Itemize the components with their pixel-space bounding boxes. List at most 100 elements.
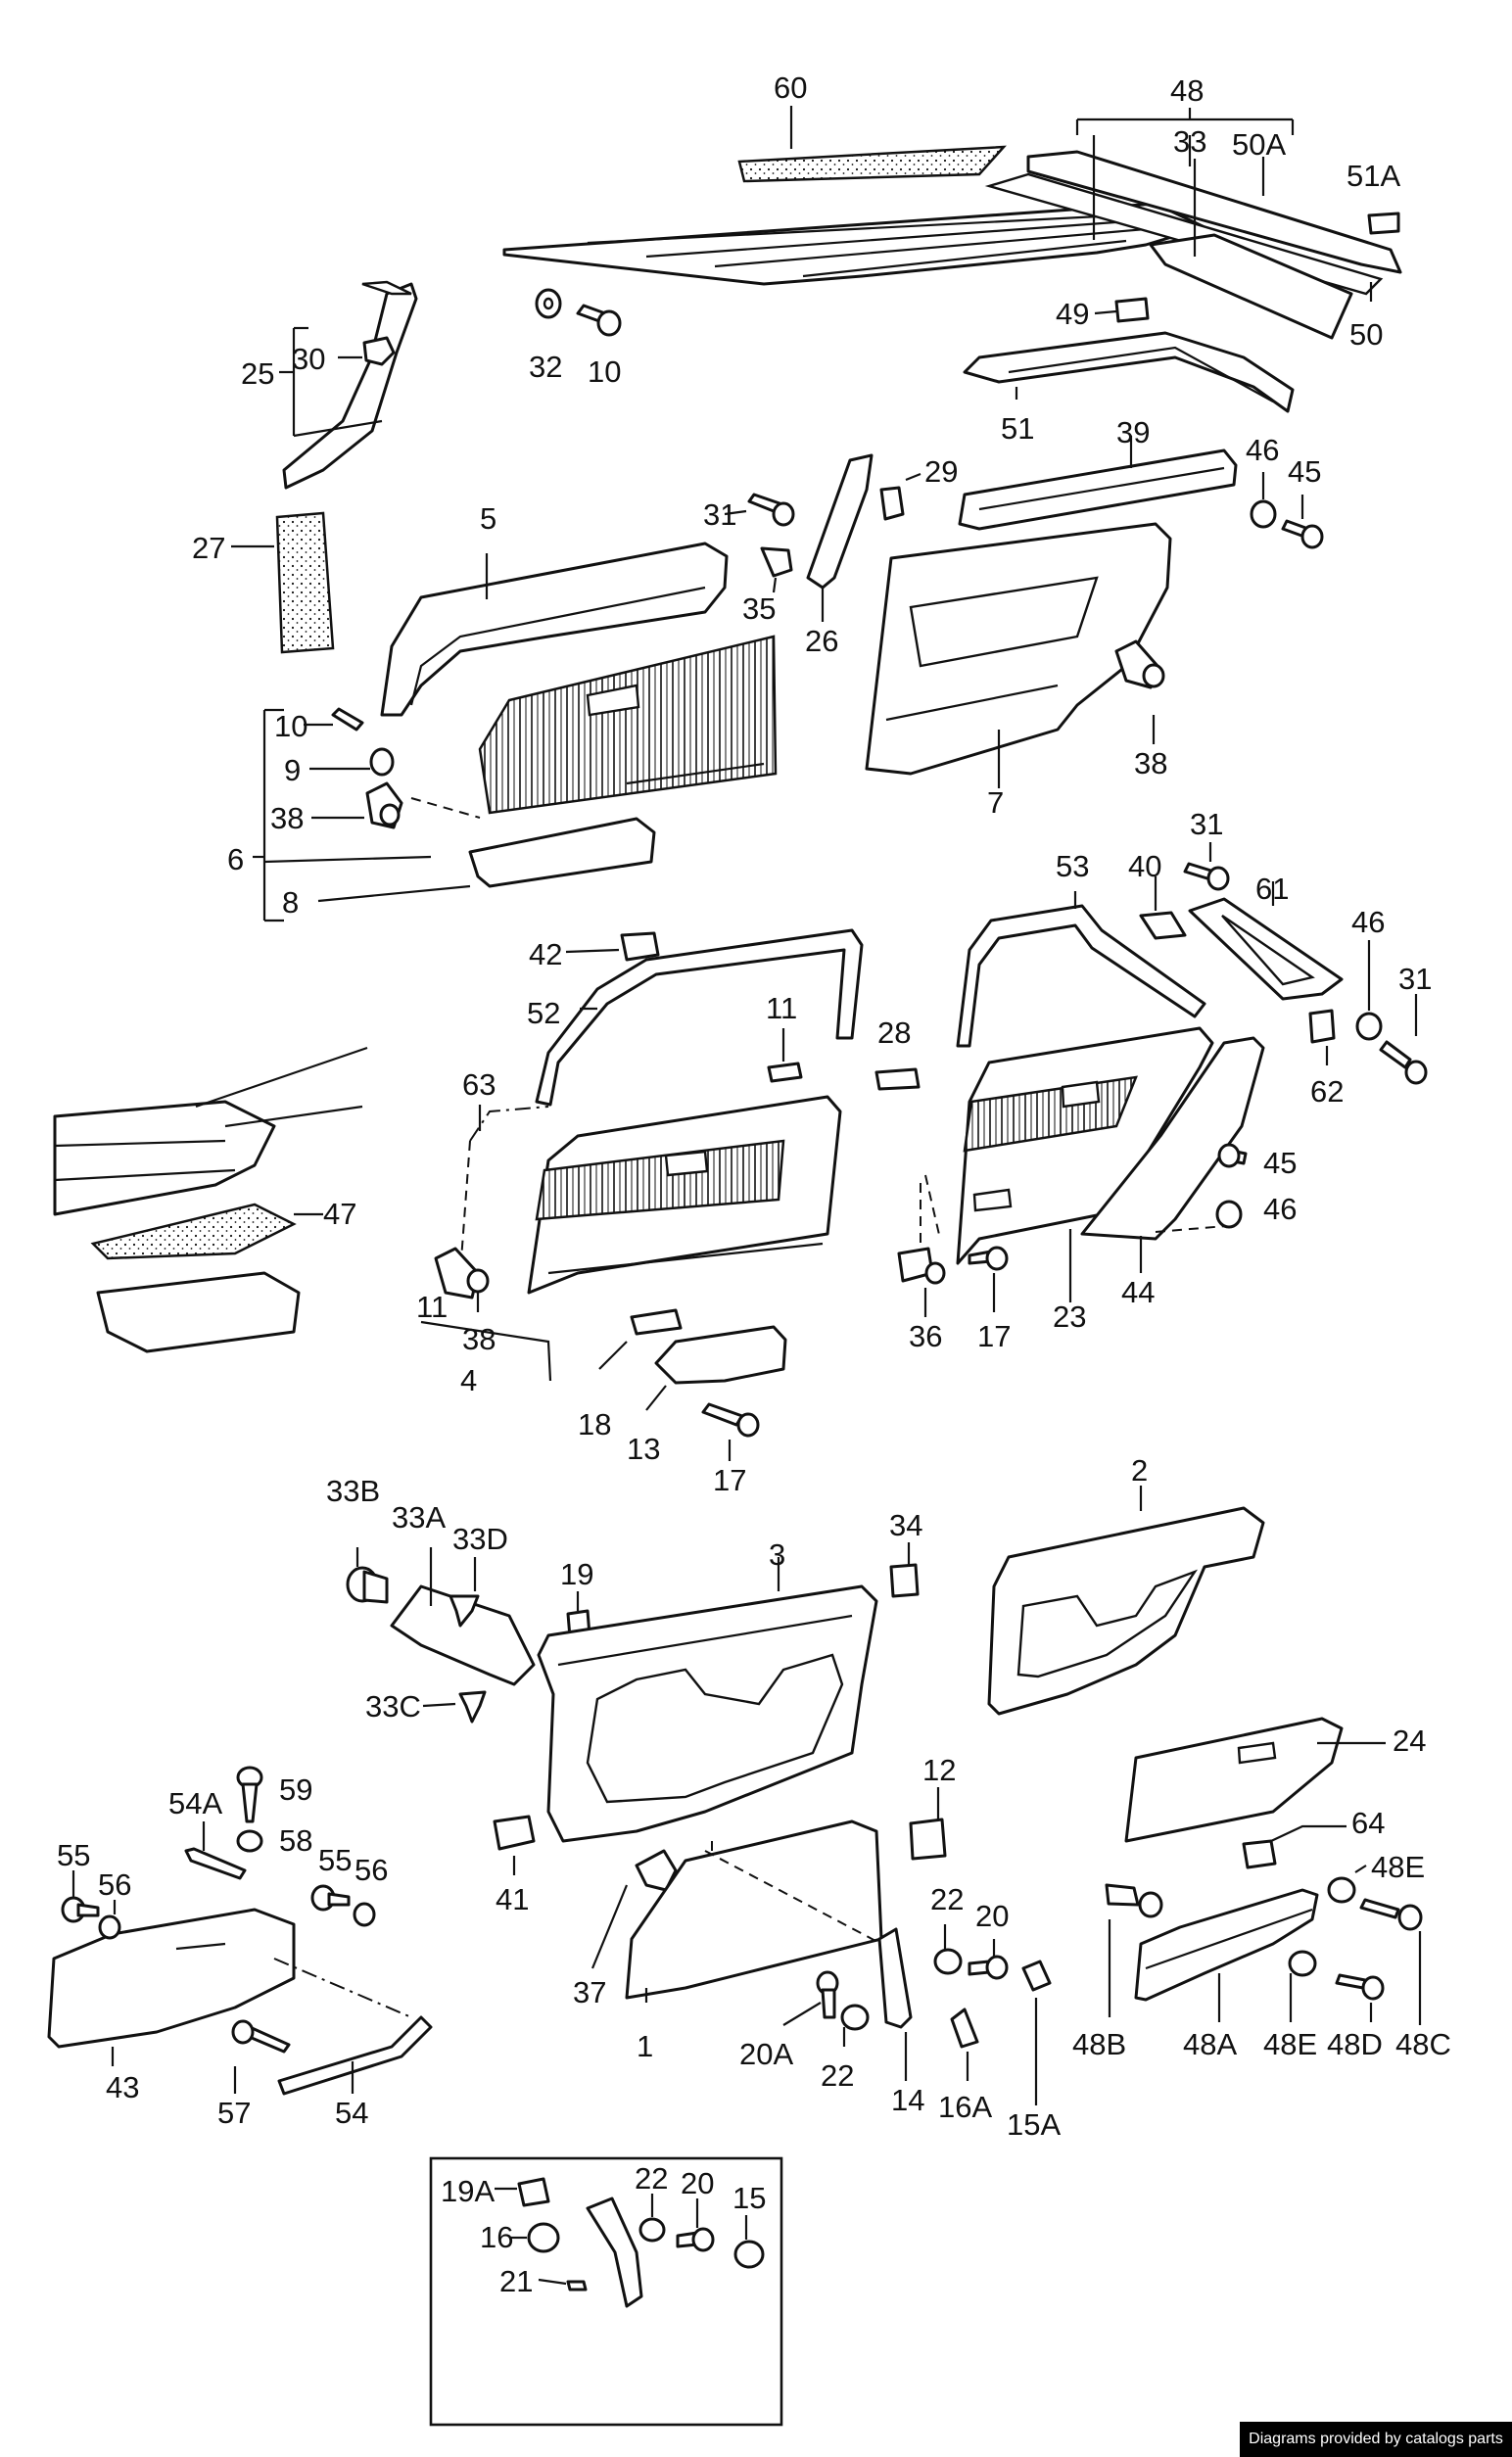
armrest-13 xyxy=(645,1325,787,1411)
label-61: 61 xyxy=(1255,872,1289,906)
plug-33B xyxy=(346,1547,389,1604)
washer-46-top xyxy=(1250,472,1277,529)
clip-35 xyxy=(760,546,793,593)
label-42: 42 xyxy=(529,937,562,971)
label-48E-bottom: 48E xyxy=(1263,2027,1317,2061)
washer-22-lower xyxy=(840,2004,870,2047)
panel-24 xyxy=(1124,1717,1386,1843)
label-15: 15 xyxy=(732,2181,766,2215)
label-31-upper: 31 xyxy=(703,497,736,532)
label-39: 39 xyxy=(1116,415,1150,449)
inset-detail-box xyxy=(429,2156,783,2427)
label-46-lower: 46 xyxy=(1263,1192,1297,1226)
clip-64 xyxy=(1242,1824,1347,1869)
label-21: 21 xyxy=(499,2264,533,2298)
clip-38-right xyxy=(1114,639,1165,744)
armrest-8 xyxy=(317,817,656,903)
washer-58 xyxy=(236,1829,263,1853)
label-51A: 51A xyxy=(1347,159,1400,193)
screw-31-mid xyxy=(1379,994,1428,1085)
label-52: 52 xyxy=(527,996,560,1030)
plug-33C xyxy=(422,1690,487,1724)
label-7: 7 xyxy=(987,785,1004,820)
label-11-lower: 11 xyxy=(416,1290,448,1324)
label-40: 40 xyxy=(1128,849,1161,883)
panel-48A xyxy=(1134,1888,1319,2022)
bracket-14 xyxy=(877,1927,913,2081)
screw-59 xyxy=(236,1766,263,1823)
label-64: 64 xyxy=(1351,1806,1385,1840)
cap-15A xyxy=(1021,1960,1052,2105)
label-38-front: 38 xyxy=(462,1322,496,1356)
washer-22-mid xyxy=(933,1924,963,1975)
screw-17-front xyxy=(701,1402,760,1461)
label-47: 47 xyxy=(323,1197,356,1231)
label-13: 13 xyxy=(627,1432,660,1466)
label-3: 3 xyxy=(769,1537,785,1572)
washer-46-lower xyxy=(1155,1200,1243,1233)
label-45-mid: 45 xyxy=(1263,1146,1297,1180)
screw-55-right xyxy=(310,1884,351,1912)
label-33C: 33C xyxy=(365,1689,421,1724)
label-56-right: 56 xyxy=(354,1853,388,1887)
label-19: 19 xyxy=(560,1557,593,1591)
label-48A: 48A xyxy=(1183,2027,1237,2061)
label-48B: 48B xyxy=(1072,2027,1126,2061)
grab-handle-rail-51 xyxy=(963,331,1295,413)
label-1: 1 xyxy=(637,2029,653,2063)
rear-door-card-23 xyxy=(924,1026,1214,1302)
label-22-inset: 22 xyxy=(635,2161,668,2196)
footer-credit: Diagrams provided by catalogs parts xyxy=(1240,2422,1512,2457)
washer-56-right xyxy=(353,1902,376,1927)
screw-55-left xyxy=(61,1870,100,1923)
label-50: 50 xyxy=(1349,317,1383,352)
label-55-left: 55 xyxy=(57,1838,90,1872)
clip-42 xyxy=(565,931,660,962)
clip-49 xyxy=(1094,297,1150,323)
trim-strip-33 xyxy=(1149,159,1353,340)
screw-17-rear xyxy=(968,1246,1009,1312)
label-20A: 20A xyxy=(739,2037,793,2071)
rear-door-panel-7 xyxy=(865,522,1172,788)
door-frame-3 xyxy=(537,1557,878,1875)
screw-57 xyxy=(231,2019,291,2094)
b-pillar-trim-26 xyxy=(806,453,874,622)
label-38-left: 38 xyxy=(270,801,304,835)
screw-20A xyxy=(782,1970,839,2026)
clip-30 xyxy=(338,336,396,366)
label-37: 37 xyxy=(573,1975,606,2009)
label-5: 5 xyxy=(480,501,496,536)
glass-63 xyxy=(459,1105,549,1274)
screw-45-top xyxy=(1281,495,1324,549)
clip-37 xyxy=(591,1849,678,1969)
label-29: 29 xyxy=(924,454,958,489)
label-48C: 48C xyxy=(1395,2027,1451,2061)
label-20-inset: 20 xyxy=(681,2166,714,2200)
label-44: 44 xyxy=(1121,1275,1155,1309)
clip-29 xyxy=(879,472,921,521)
rear-door-frame-2 xyxy=(987,1486,1265,1716)
armrest-pad-5 xyxy=(380,542,729,717)
label-60: 60 xyxy=(774,71,807,105)
label-6: 6 xyxy=(227,842,244,876)
label-55-right: 55 xyxy=(318,1843,352,1877)
label-25: 25 xyxy=(241,356,274,391)
label-23: 23 xyxy=(1053,1299,1086,1334)
bracket-54A xyxy=(184,1821,247,1880)
bracket-54 xyxy=(273,1958,433,2096)
handle-18 xyxy=(598,1308,683,1370)
clip-51A xyxy=(1367,212,1400,235)
label-31-rearvent: 31 xyxy=(1190,807,1223,841)
label-53: 53 xyxy=(1056,849,1089,883)
washer-9 xyxy=(309,747,395,777)
screw-31-rearvent xyxy=(1183,842,1230,891)
label-50A: 50A xyxy=(1232,127,1286,162)
label-24: 24 xyxy=(1393,1724,1426,1758)
label-48E-top: 48E xyxy=(1371,1850,1425,1884)
screw-48D xyxy=(1335,1973,1385,2022)
label-56-left: 56 xyxy=(98,1867,131,1902)
label-58: 58 xyxy=(279,1823,312,1858)
label-35: 35 xyxy=(742,591,776,626)
label-54A: 54A xyxy=(168,1786,222,1820)
